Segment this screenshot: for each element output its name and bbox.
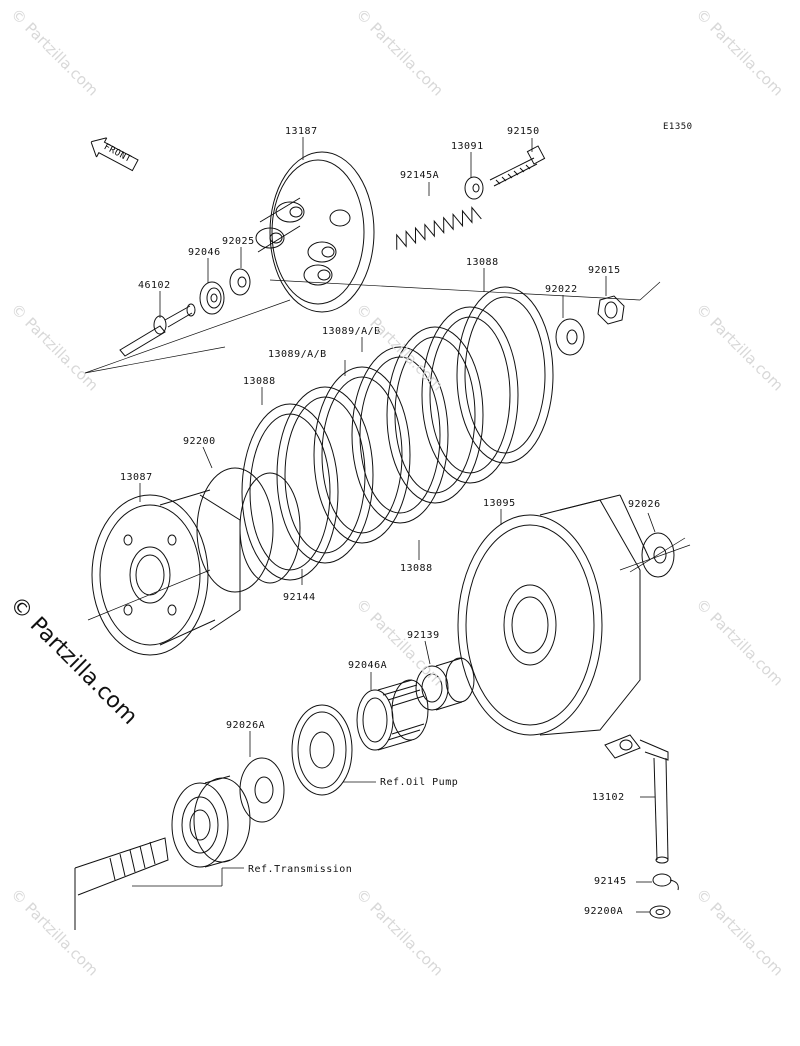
ring-92200 xyxy=(196,467,274,593)
plate-stack-upper xyxy=(241,286,554,581)
pressure-plate-13187 xyxy=(255,151,375,313)
washer-92200A xyxy=(649,905,671,919)
part-label-13102[interactable]: 13102 xyxy=(592,792,625,803)
part-label-92015[interactable]: 92015 xyxy=(588,265,621,276)
part-label-13089-b[interactable]: 13089/A/B xyxy=(268,349,327,360)
washer-92026 xyxy=(641,532,675,578)
needle-bearing-92046A xyxy=(356,679,429,751)
washer-92026A xyxy=(239,757,285,823)
ring-92144 xyxy=(239,472,301,584)
part-label-92046A[interactable]: 92046A xyxy=(348,660,388,671)
clutch-hub-13087 xyxy=(91,489,241,656)
part-label-92026A[interactable]: 92026A xyxy=(226,720,266,731)
spring-92145 xyxy=(652,873,679,891)
clutch-housing-13095 xyxy=(457,494,651,736)
diagram-code: E1350 xyxy=(663,122,693,132)
part-label-46102[interactable]: 46102 xyxy=(138,280,171,291)
spring-92145A xyxy=(396,206,482,250)
part-label-92145[interactable]: 92145 xyxy=(594,876,627,887)
ref-transmission-label[interactable]: Ref.Transmission xyxy=(248,864,353,875)
lifter-rod-13102 xyxy=(604,734,669,864)
washer-92025 xyxy=(229,268,251,296)
bolt-92150 xyxy=(489,145,546,187)
part-label-13089-a[interactable]: 13089/A/B xyxy=(322,326,381,337)
part-label-92150[interactable]: 92150 xyxy=(507,126,540,137)
ref-oil-pump-label[interactable]: Ref.Oil Pump xyxy=(380,777,459,788)
spacer-13091 xyxy=(464,176,484,200)
part-label-13088-top[interactable]: 13088 xyxy=(466,257,499,268)
transmission-shaft xyxy=(74,837,169,930)
ball-bearing xyxy=(171,775,251,868)
part-label-92144[interactable]: 92144 xyxy=(283,592,316,603)
leader-lines xyxy=(132,137,656,913)
part-label-92022[interactable]: 92022 xyxy=(545,284,578,295)
part-label-13088-left[interactable]: 13088 xyxy=(243,376,276,387)
part-label-13095[interactable]: 13095 xyxy=(483,498,516,509)
pushrod-46102 xyxy=(119,303,196,357)
part-label-92200A[interactable]: 92200A xyxy=(584,906,624,917)
bearing-92046 xyxy=(199,281,225,315)
part-label-92139[interactable]: 92139 xyxy=(407,630,440,641)
part-label-92025[interactable]: 92025 xyxy=(222,236,255,247)
part-label-92145A[interactable]: 92145A xyxy=(400,170,440,181)
part-label-13187[interactable]: 13187 xyxy=(285,126,318,137)
front-arrow-icon: FRONT xyxy=(86,132,142,176)
part-label-13088-mid[interactable]: 13088 xyxy=(400,563,433,574)
part-label-92046[interactable]: 92046 xyxy=(188,247,221,258)
part-label-13087[interactable]: 13087 xyxy=(120,472,153,483)
washer-92022 xyxy=(555,318,585,356)
part-label-92200[interactable]: 92200 xyxy=(183,436,216,447)
oil-pump-gear xyxy=(291,704,353,796)
part-label-13091[interactable]: 13091 xyxy=(451,141,484,152)
part-label-92026[interactable]: 92026 xyxy=(628,499,661,510)
nut-92015 xyxy=(597,295,625,325)
